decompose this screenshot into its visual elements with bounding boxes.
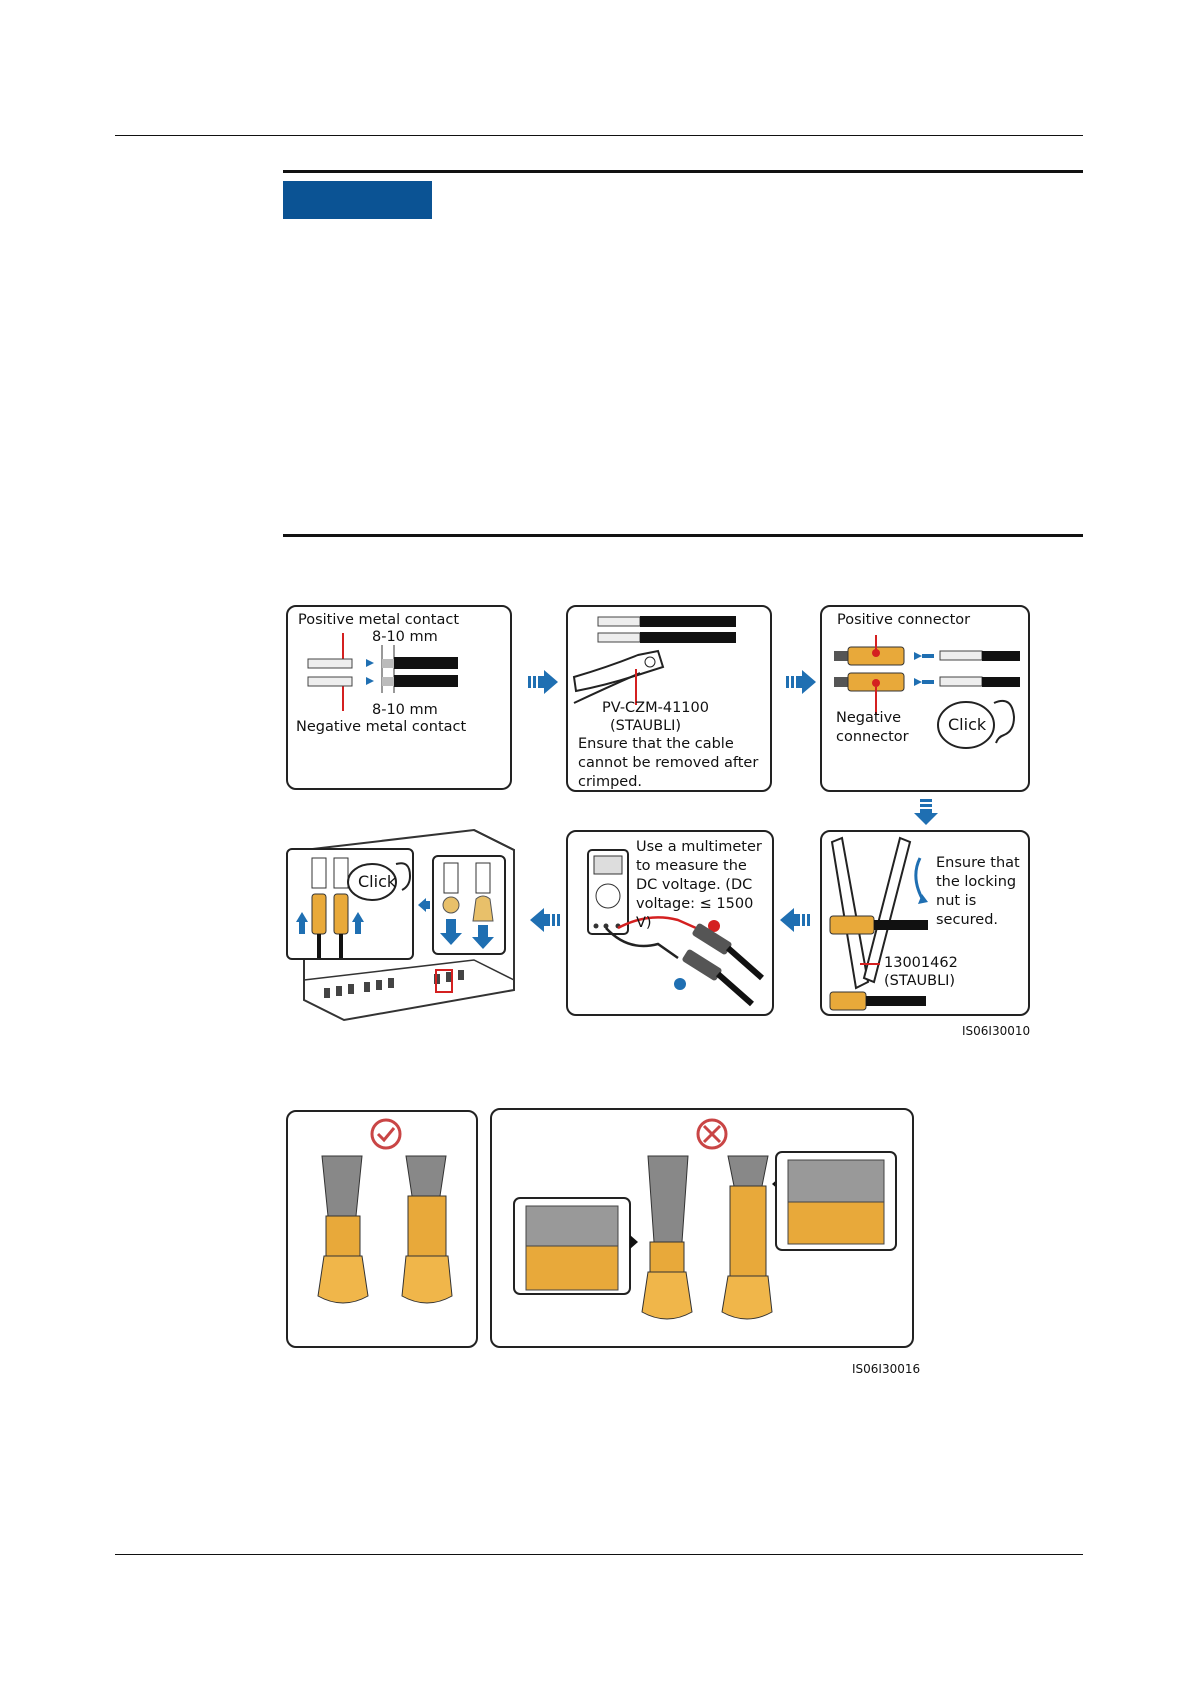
negative-metal-contact-label: Negative metal contact (296, 719, 467, 735)
correct-connectors-illustration (317, 1118, 453, 1304)
cross-circle-icon (696, 1118, 728, 1150)
multimeter-note: Use a multimeter to measure the DC volta… (636, 839, 762, 931)
figure2-id: IS06I30016 (852, 1362, 921, 1376)
ear-icon (395, 862, 412, 891)
remove-cap-inset (432, 855, 506, 955)
correct-example-panel (286, 1110, 478, 1348)
wrench-illustration (829, 836, 928, 1011)
positive-terminal-icon (708, 920, 720, 932)
crimping-tool-icon (572, 616, 736, 705)
wrench-model: 13001462 (884, 955, 958, 971)
negative-connector-label: Negative connector (836, 710, 909, 745)
footer-rule (115, 1554, 1083, 1555)
arrow-right-icon (786, 670, 816, 694)
arrow-left-icon (780, 908, 810, 932)
crimp-note: Ensure that the cable cannot be removed … (578, 736, 759, 790)
stripped-cable-illustration (307, 633, 458, 711)
step2-crimp-panel: PV-CZM-41100 (STAUBLI) Ensure that the c… (566, 605, 772, 792)
arrow-left-icon (530, 908, 560, 932)
incorrect-connectors-illustration (513, 1118, 897, 1320)
figure1-id: IS06I30010 (962, 1024, 1031, 1038)
step3-insert-contact-panel: Positive connector Negative connector Cl… (820, 605, 1030, 792)
notice-bottom-rule (283, 534, 1083, 537)
positive-metal-contact-label: Positive metal contact (298, 612, 460, 628)
positive-connector-label: Positive connector (837, 612, 971, 628)
click-sound-label: Click (948, 715, 987, 734)
step4-tighten-nut-panel: Ensure that the locking nut is secured. … (820, 830, 1030, 1016)
strip-length-top-label: 8-10 mm (372, 629, 438, 645)
locking-nut-note: Ensure that the locking nut is secured. (936, 855, 1020, 928)
crimp-tool-model: PV-CZM-41100 (602, 700, 709, 716)
multimeter-icon (587, 849, 764, 1007)
step6-connect-inset: Click (286, 848, 414, 960)
crimp-tool-brand: (STAUBLI) (610, 718, 682, 734)
notice-label-box (283, 181, 432, 219)
step5-measure-voltage-panel: Use a multimeter to measure the DC volta… (566, 830, 774, 1016)
click-sound-label: Click (358, 872, 397, 891)
arrow-right-icon (528, 670, 558, 694)
notice-top-rule (283, 170, 1083, 173)
incorrect-example-panel (490, 1108, 914, 1348)
remove-caps-illustration (440, 862, 494, 949)
connector-insertion-illustration (834, 635, 1020, 749)
strip-length-bottom-label: 8-10 mm (372, 702, 438, 718)
arrow-down-icon (914, 799, 938, 825)
ear-icon (993, 699, 1016, 744)
check-circle-icon (370, 1118, 402, 1150)
wrench-brand: (STAUBLI) (884, 973, 956, 989)
header-rule (115, 135, 1083, 136)
step1-strip-cable-panel: Positive metal contact 8-10 mm 8-10 mm N… (286, 605, 512, 790)
connect-connectors-illustration (296, 857, 412, 958)
negative-terminal-icon (674, 978, 686, 990)
